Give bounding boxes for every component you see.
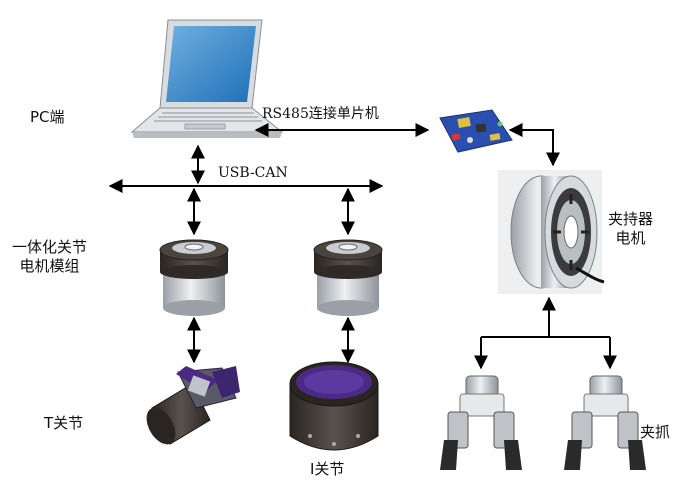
t-joint-label: T关节 — [44, 414, 84, 432]
pc-label: PC端 — [30, 108, 65, 126]
laptop-icon — [130, 19, 284, 138]
usb-can-label: USB-CAN — [218, 165, 288, 181]
i-joint-icon — [289, 361, 379, 451]
joint-module-right-icon — [313, 239, 383, 316]
gripper-motor-icon — [498, 170, 605, 294]
mcu-board-icon — [439, 109, 513, 153]
gripper-motor-label: 夹持器 电机 — [608, 210, 654, 247]
connections — [108, 123, 617, 370]
gripper-claw-right-icon — [564, 375, 646, 470]
t-joint-icon — [146, 366, 240, 445]
joint-module-left-icon — [159, 239, 229, 316]
gripper-claw-left-icon — [440, 375, 522, 470]
rs485-label: RS485连接单片机 — [262, 106, 379, 122]
board-motor-arrow — [508, 123, 560, 167]
gripper-claw-label: 夹抓 — [640, 423, 671, 441]
i-joint-label: I关节 — [310, 460, 345, 478]
integrated-module-label: 一体化关节 电机模组 — [12, 238, 88, 275]
